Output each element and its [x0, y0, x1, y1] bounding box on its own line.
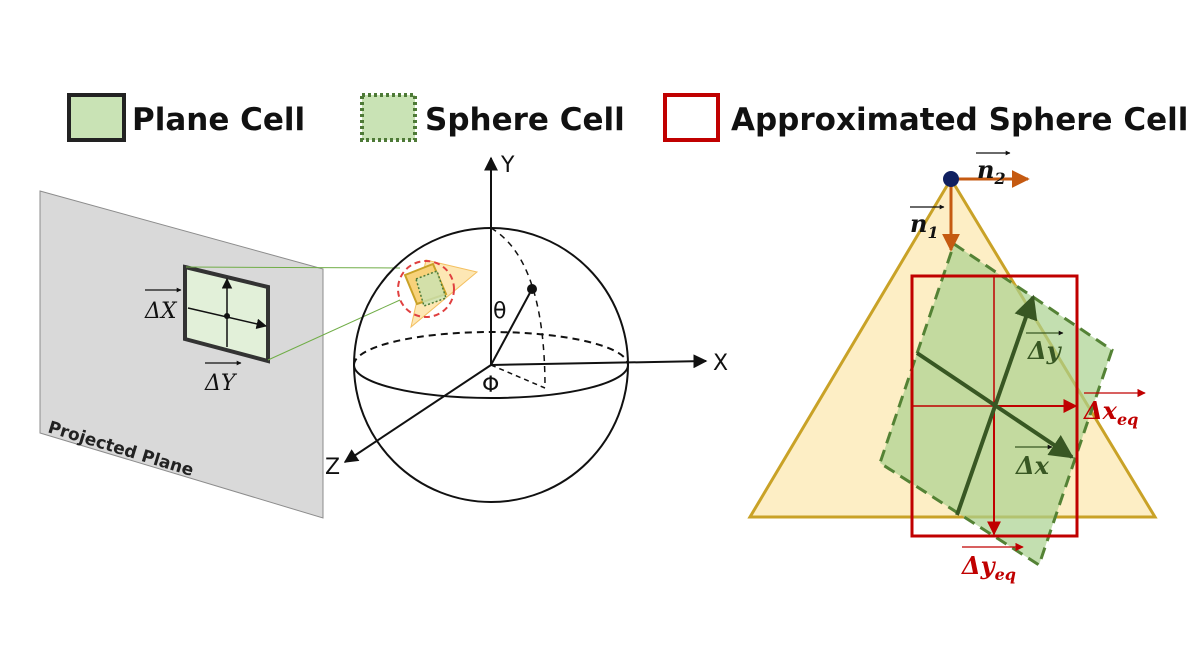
- legend-item-approximated-sphere-cell: Approximated Sphere Cell: [663, 93, 1188, 142]
- projected-plane: [39, 190, 324, 519]
- mini-approx-circle: [397, 260, 455, 318]
- legend-item-sphere-cell: Sphere Cell: [360, 93, 625, 142]
- plane-cell-center: [224, 313, 230, 319]
- radius-vector: [490, 288, 533, 366]
- approximated-sphere-cell-label: Approximated Sphere Cell: [731, 102, 1188, 138]
- sphere-cell-label: Sphere Cell: [425, 102, 625, 138]
- plane-cell-swatch: [67, 93, 126, 142]
- plane-cell-label: Plane Cell: [132, 102, 305, 138]
- svg-text:n2: n2: [977, 155, 1006, 188]
- y-axis-label: Y: [500, 153, 515, 178]
- delta-y-eq-label: Δyeq: [961, 542, 1024, 584]
- approximated-sphere-cell-swatch: [663, 93, 720, 142]
- sphere-group: Y X Z θ Φ: [325, 153, 728, 503]
- theta-label: θ: [493, 299, 506, 324]
- triangle-detail-group: n2 n1 Δy Δx Δxeq Δyeq: [747, 150, 1158, 584]
- delta-X-label: ΔX: [144, 287, 182, 324]
- mini-sphere-cell: [415, 270, 447, 307]
- projection-line-bottom: [267, 299, 401, 361]
- n1-label: n1: [910, 204, 945, 242]
- svg-text:ΔY: ΔY: [204, 371, 238, 396]
- phi-projection: [490, 364, 546, 389]
- equator-front: [353, 364, 629, 399]
- projection-line-top: [185, 266, 401, 269]
- triangle-vertex: [943, 171, 959, 187]
- svg-text:Δxeq: Δxeq: [1083, 396, 1138, 429]
- z-axis: [343, 364, 492, 463]
- x-axis: [490, 354, 708, 369]
- sphere-cell-axis-b: [955, 294, 1038, 516]
- x-axis-label: X: [713, 351, 728, 376]
- svg-text:n1: n1: [910, 209, 939, 242]
- phi-label: Φ: [482, 373, 499, 398]
- projected-plane-group: Projected Plane ΔX ΔY: [39, 190, 401, 519]
- delta-x-label: Δx: [1015, 444, 1053, 480]
- legend-item-plane-cell: Plane Cell: [67, 93, 305, 142]
- svg-text:Δy: Δy: [1027, 336, 1063, 365]
- sphere-cell-miniature: [397, 259, 479, 329]
- svg-text:Δx: Δx: [1015, 451, 1050, 480]
- svg-text:ΔX: ΔX: [144, 299, 178, 324]
- delta-y-label: Δy: [1026, 330, 1064, 365]
- delta-x-eq-label: Δxeq: [1083, 388, 1146, 429]
- n2-label: n2: [976, 150, 1011, 188]
- z-axis-label: Z: [325, 455, 340, 480]
- sphere-cell-swatch: [360, 93, 417, 142]
- meridian: [490, 227, 546, 389]
- surface-point: [527, 284, 537, 294]
- delta-Y-label: ΔY: [204, 360, 242, 396]
- svg-text:Δyeq: Δyeq: [961, 551, 1016, 584]
- legend: Plane Cell Sphere Cell Approximated Sphe…: [67, 93, 1188, 142]
